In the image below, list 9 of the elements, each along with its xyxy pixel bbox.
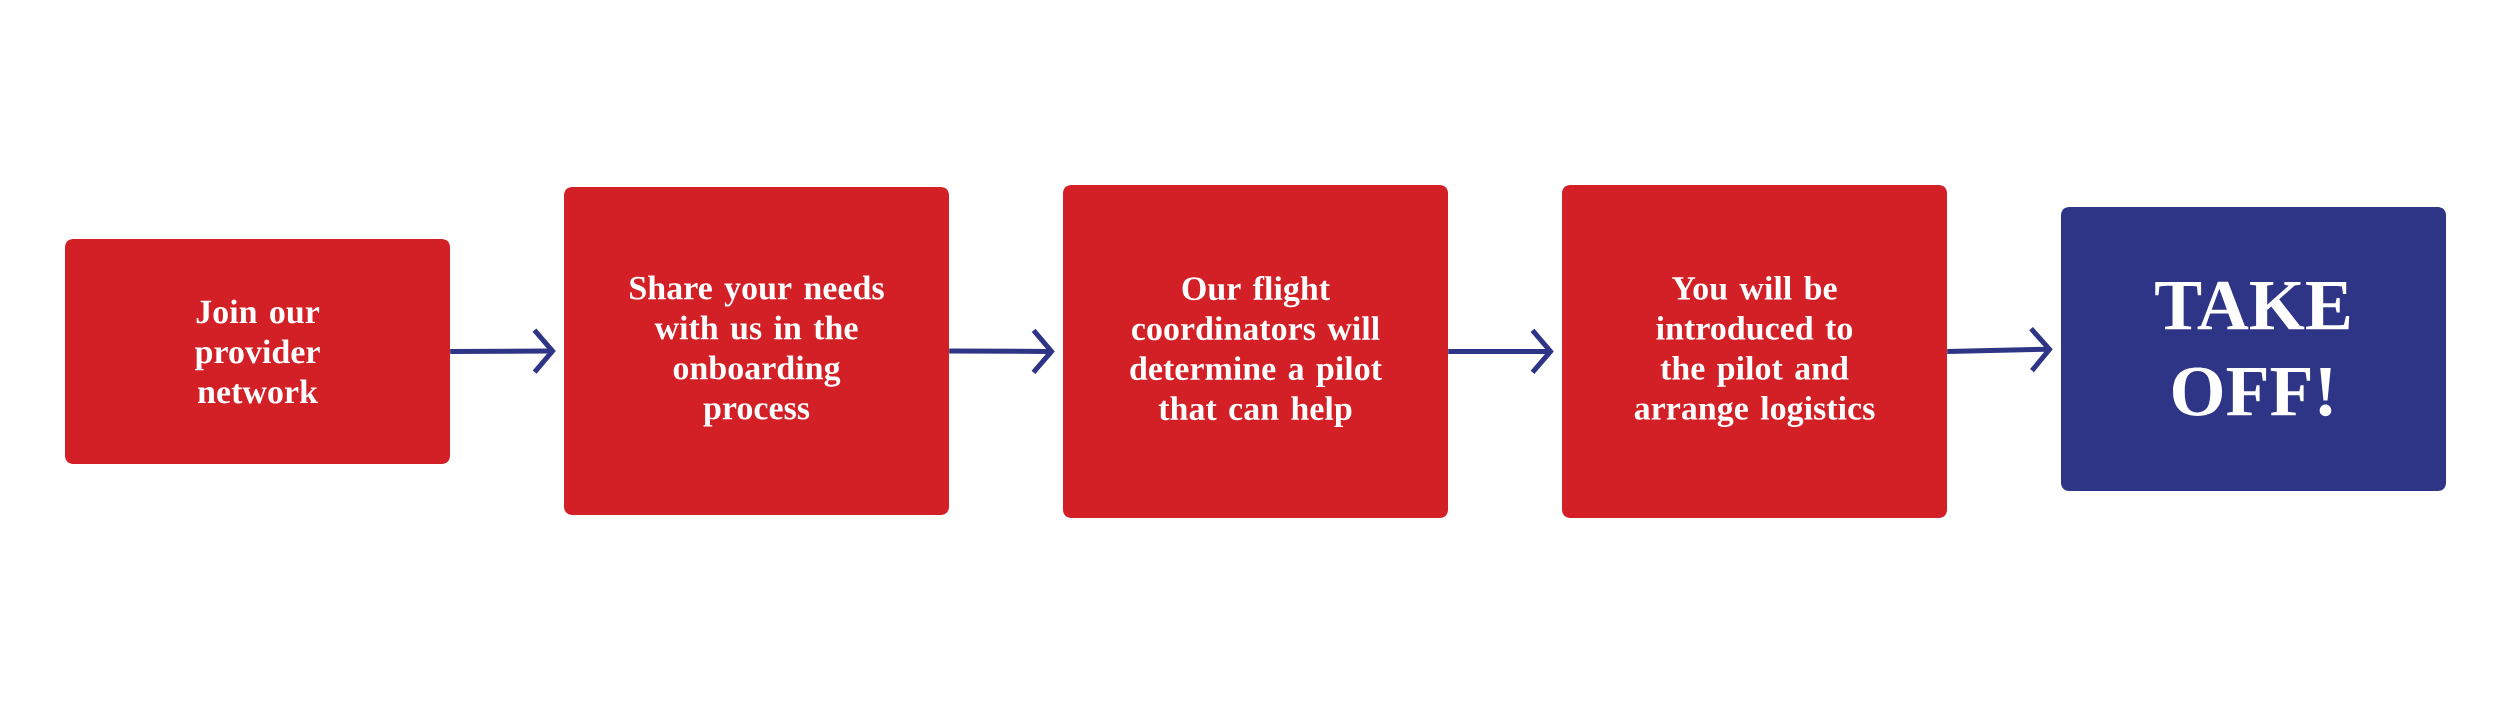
final-step-box: TAKE OFF! bbox=[2061, 207, 2446, 491]
arrow bbox=[949, 328, 1055, 374]
step-box: Share your needs with us in the onboarding process bbox=[564, 187, 949, 515]
arrow bbox=[1448, 328, 1554, 375]
step-box: Join our provider network bbox=[65, 239, 450, 464]
step-box: You will be introduced to the pilot and arrange logistics bbox=[1562, 185, 1947, 518]
arrow bbox=[450, 328, 556, 374]
arrow bbox=[1947, 326, 2053, 373]
step-box: Our flight coordinators will determine a pilot that can help bbox=[1063, 185, 1448, 518]
